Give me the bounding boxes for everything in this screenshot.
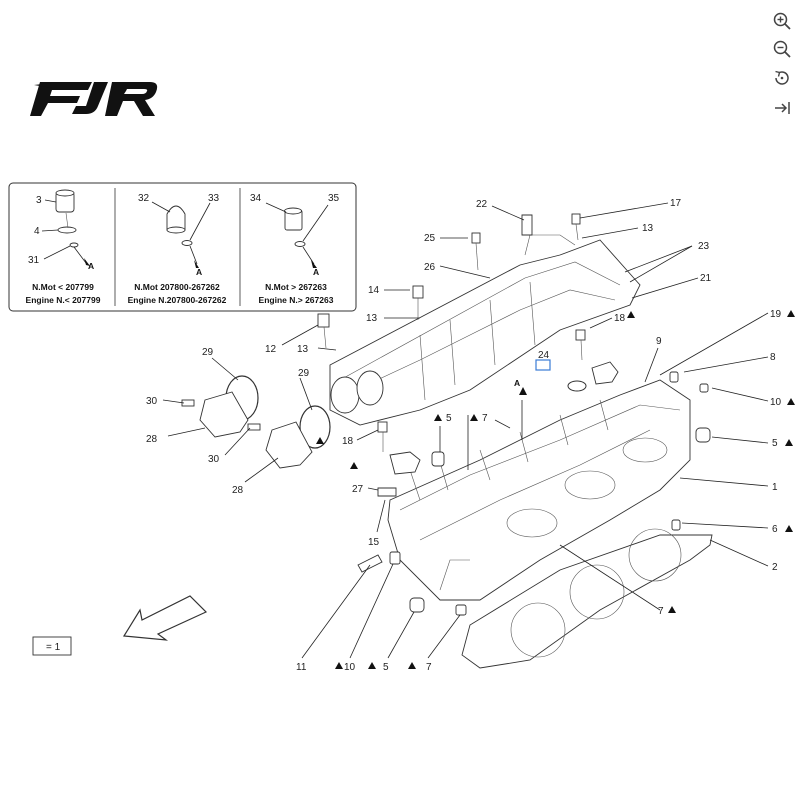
engine-range-1-en: Engine N.< 207799 — [26, 295, 101, 305]
callout-17[interactable]: 17 — [670, 198, 682, 209]
phasers-28 — [199, 391, 313, 469]
callout-18-top[interactable]: 18 — [614, 313, 626, 324]
callout-7-right[interactable]: 7 — [658, 606, 664, 617]
callout-3: 3 — [36, 195, 42, 206]
callout-10-right[interactable]: 10 — [770, 397, 782, 408]
callout-28-left[interactable]: 28 — [146, 434, 158, 445]
reset-view-button[interactable] — [770, 66, 794, 90]
engine-range-3-it: N.Mot > 267263 — [265, 282, 327, 292]
callout-7-bottom[interactable]: 7 — [426, 662, 432, 673]
engine-range-3-en: Engine N.> 267263 — [259, 295, 334, 305]
callout-33: 33 — [208, 193, 220, 204]
callout-15[interactable]: 15 — [368, 537, 380, 548]
legend-box: = 1 — [32, 636, 72, 656]
callout-23[interactable]: 23 — [698, 241, 710, 252]
callout-9[interactable]: 9 — [656, 336, 662, 347]
callout-8[interactable]: 8 — [770, 352, 776, 363]
callout-26[interactable]: 26 — [424, 262, 436, 273]
callout-22[interactable]: 22 — [476, 199, 488, 210]
callout-29-right[interactable]: 29 — [298, 368, 310, 379]
cylinder-head — [387, 379, 691, 601]
zoom-in-button[interactable] — [770, 9, 794, 33]
callout-29-left[interactable]: 29 — [202, 347, 214, 358]
callout-14[interactable]: 14 — [368, 285, 380, 296]
fit-icon — [775, 102, 790, 114]
callout-30-bottom[interactable]: 30 — [208, 454, 220, 465]
callout-28-bottom[interactable]: 28 — [232, 485, 244, 496]
direction-arrow — [122, 595, 208, 641]
callout-25[interactable]: 25 — [424, 233, 436, 244]
callout-4: 4 — [34, 226, 40, 237]
callout-1[interactable]: 1 — [772, 482, 778, 493]
callout-10-bottom[interactable]: 10 — [344, 662, 356, 673]
arrow-label-a-3: A — [313, 267, 319, 277]
callout-27[interactable]: 27 — [352, 484, 364, 495]
callout-18-mid[interactable]: 18 — [342, 436, 354, 447]
callout-2[interactable]: 2 — [772, 562, 778, 573]
callout-32: 32 — [138, 193, 150, 204]
legend-text: = 1 — [46, 642, 61, 653]
callout-13-left[interactable]: 13 — [297, 344, 309, 355]
highlight-24[interactable] — [535, 359, 551, 371]
zoom-in-icon — [773, 12, 791, 30]
zoom-out-icon — [773, 40, 791, 58]
zoom-out-button[interactable] — [770, 37, 794, 61]
variant-inset: 3 4 31 A N.Mot < 207799 Engine N.< 20779… — [8, 182, 357, 312]
engine-range-1-it: N.Mot < 207799 — [32, 282, 94, 292]
callout-5-mid[interactable]: 5 — [446, 413, 452, 424]
cam-cover — [329, 234, 641, 426]
callout-13-mid[interactable]: 13 — [366, 313, 378, 324]
arrow-label-a-1: A — [88, 261, 94, 271]
callout-5-bottom[interactable]: 5 — [383, 662, 389, 673]
callout-7-mid[interactable]: 7 — [482, 413, 488, 424]
engine-range-2-it: N.Mot 207800-267262 — [134, 282, 220, 292]
callout-6[interactable]: 6 — [772, 524, 778, 535]
engine-range-2-en: Engine N.207800-267262 — [128, 295, 227, 305]
arrow-label-a-2: A — [196, 267, 202, 277]
callout-19[interactable]: 19 — [770, 309, 782, 320]
callout-30-top[interactable]: 30 — [146, 396, 158, 407]
callout-12[interactable]: 12 — [265, 344, 277, 355]
callout-24[interactable]: 24 — [538, 350, 550, 361]
fit-view-button[interactable] — [770, 96, 794, 120]
fjr-logo — [30, 82, 158, 116]
callout-11[interactable]: 11 — [296, 662, 307, 673]
leader-lines — [162, 202, 769, 659]
callouts: 22 17 13 25 23 26 21 14 13 18 19 12 13 9… — [146, 198, 782, 673]
callout-21[interactable]: 21 — [700, 273, 712, 284]
callout-31: 31 — [28, 255, 40, 266]
head-gasket — [461, 528, 713, 669]
viewer-toolbar — [764, 0, 800, 130]
callout-5-right[interactable]: 5 — [772, 438, 778, 449]
arrow-label-a-main: A — [514, 378, 520, 388]
callout-34: 34 — [250, 193, 262, 204]
reset-icon — [775, 70, 789, 85]
callout-35: 35 — [328, 193, 340, 204]
callout-13-top[interactable]: 13 — [642, 223, 654, 234]
